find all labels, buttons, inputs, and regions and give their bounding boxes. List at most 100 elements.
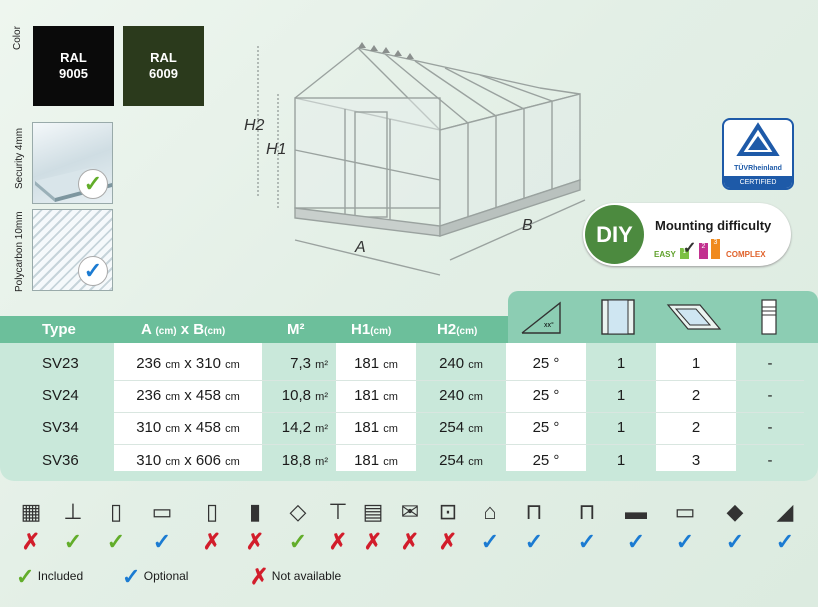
cell-angle: 25 ° — [532, 355, 560, 372]
cell-m2-value: 10,8 — [281, 387, 311, 404]
cell-angle: 25 ° — [532, 452, 560, 469]
cell-type: SV36 — [42, 452, 79, 469]
color-swatch-ral6009[interactable]: RAL 6009 — [123, 26, 204, 106]
cell-unit: cm — [225, 423, 240, 435]
specification-table: xx° Type A (cm) x B(cm) M² H1(cm) H2(cm)… — [0, 291, 818, 481]
not-available-x-icon: ✗ — [21, 529, 41, 554]
cell-m2: 14,2 m² — [262, 412, 336, 444]
header-h1-text: H1 — [351, 321, 371, 338]
row-divider — [114, 444, 804, 445]
cell-type: SV23 — [42, 355, 79, 372]
cell-windows: 2 — [691, 387, 701, 404]
header-dimensions: A (cm) x B(cm) — [141, 316, 225, 343]
difficulty-level-3-text: 3 — [713, 239, 718, 246]
color-swatch-ral9005[interactable]: RAL 9005 — [33, 26, 114, 106]
included-check-icon: ✓ — [288, 529, 308, 554]
shelf-bracket-icon: ⊓ — [578, 499, 596, 524]
not-available-x-icon: ✗ — [328, 529, 348, 554]
ground-anchor-icon: ⊥ — [63, 499, 83, 524]
tuv-certified-text: CERTIFIED — [724, 176, 792, 188]
cell-b: 458 — [195, 419, 221, 436]
cell-m2: 10,8 m² — [262, 380, 336, 412]
cell-dimensions: 236 cm x 458 cm — [114, 380, 262, 412]
not-available-x-icon: ✗ — [363, 529, 383, 554]
cell-angle: 25 ° — [532, 419, 560, 436]
legend-not-available: ✗ Not available — [250, 565, 341, 587]
roof-angle-icon: xx° — [521, 301, 561, 334]
difficulty-level-3: 3 — [711, 239, 720, 259]
door-icon — [601, 299, 635, 335]
flat-shelf-icon: ▭ — [674, 499, 696, 524]
cell-m2-value: 18,8 — [281, 452, 311, 469]
easy-label: EASY — [654, 250, 676, 259]
header-a: A — [141, 321, 152, 338]
cell-b: 458 — [195, 387, 221, 404]
dimension-a-label: A — [354, 239, 366, 256]
header-x: x — [180, 321, 190, 338]
dimension-h2-label: H2 — [244, 117, 265, 134]
cell-angle: 25 ° — [532, 387, 560, 404]
swatch-code-line2: 6009 — [149, 66, 178, 81]
cell-unit: m² — [315, 456, 328, 468]
cell-unit: cm — [468, 456, 483, 468]
swatch-code-line1: RAL — [150, 50, 177, 65]
cell-unit: cm — [165, 391, 181, 403]
cell-m2-value: 14,2 — [281, 419, 311, 436]
side-door-icon: ▯ — [205, 499, 219, 524]
cell-dimensions: 310 cm x 606 cm — [114, 445, 262, 477]
optional-check-icon: ✓ — [775, 529, 795, 554]
glazing-security-panel[interactable]: ✓ — [32, 122, 113, 204]
cell-dimensions: 310 cm x 458 cm — [114, 412, 262, 444]
header-h2: H2(cm) — [437, 316, 477, 343]
cell-windows: 3 — [691, 452, 701, 469]
cell-doors: 1 — [616, 355, 626, 372]
dimension-h1-label: H1 — [266, 141, 286, 158]
color-chart-icon: ▦ — [20, 499, 42, 524]
roof-angle-text: xx° — [544, 321, 554, 329]
optional-check-icon: ✓ — [577, 529, 597, 554]
cell-m2: 18,8 m² — [262, 445, 336, 477]
difficulty-level-1: 1 — [680, 248, 689, 259]
roof-vent-icon: ◆ — [726, 499, 744, 524]
not-available-x-icon: ✗ — [202, 529, 222, 554]
legend-included-text: Included — [37, 569, 84, 583]
complex-label: COMPLEX — [726, 250, 766, 259]
cell-h2: 254 cm — [416, 412, 506, 444]
windows-column-bg — [656, 343, 736, 471]
legend-optional-text: Optional — [143, 569, 189, 583]
cell-unit: cm — [225, 359, 240, 371]
cell-louvre: - — [767, 419, 773, 436]
glazing-polycarbon-panel[interactable]: ✓ — [32, 209, 113, 291]
header-m2: M² — [287, 321, 305, 338]
cell-unit: cm — [225, 391, 240, 403]
cell-x: x — [184, 419, 192, 436]
cell-h2-value: 254 — [439, 452, 465, 469]
cell-h1: 181 cm — [336, 412, 416, 444]
louvre-window-icon: ▤ — [362, 499, 384, 524]
header-h2-text: H2 — [437, 321, 457, 338]
frame-panel-icon: ⊡ — [438, 499, 458, 524]
cell-louvre: - — [767, 387, 773, 404]
h1-column-bg — [336, 343, 416, 471]
cell-windows: 2 — [691, 419, 701, 436]
cell-unit: cm — [383, 391, 398, 403]
staging-table-icon: ⊓ — [525, 499, 543, 524]
cell-h2-value: 254 — [439, 419, 465, 436]
glazing-label-security: Security 4mm — [14, 127, 25, 189]
cell-type: SV34 — [42, 419, 79, 436]
cell-type: SV24 — [42, 387, 79, 404]
optional-check-icon: ✓ — [152, 529, 172, 554]
header-h1: H1(cm) — [351, 316, 391, 343]
optional-check-icon: ✓ — [524, 529, 544, 554]
difficulty-level-1-text: 1 — [682, 248, 687, 255]
swatch-code-line2: 9005 — [59, 66, 88, 81]
cell-unit: cm — [165, 456, 181, 468]
swatch-code-line1: RAL — [60, 50, 87, 65]
cell-unit: cm — [383, 423, 398, 435]
cell-unit: m² — [315, 423, 328, 435]
cell-unit: cm — [165, 423, 181, 435]
cell-doors: 1 — [616, 419, 626, 436]
angle-column-bg — [506, 343, 586, 471]
cell-windows: 1 — [691, 355, 701, 372]
cell-x: x — [184, 355, 192, 372]
